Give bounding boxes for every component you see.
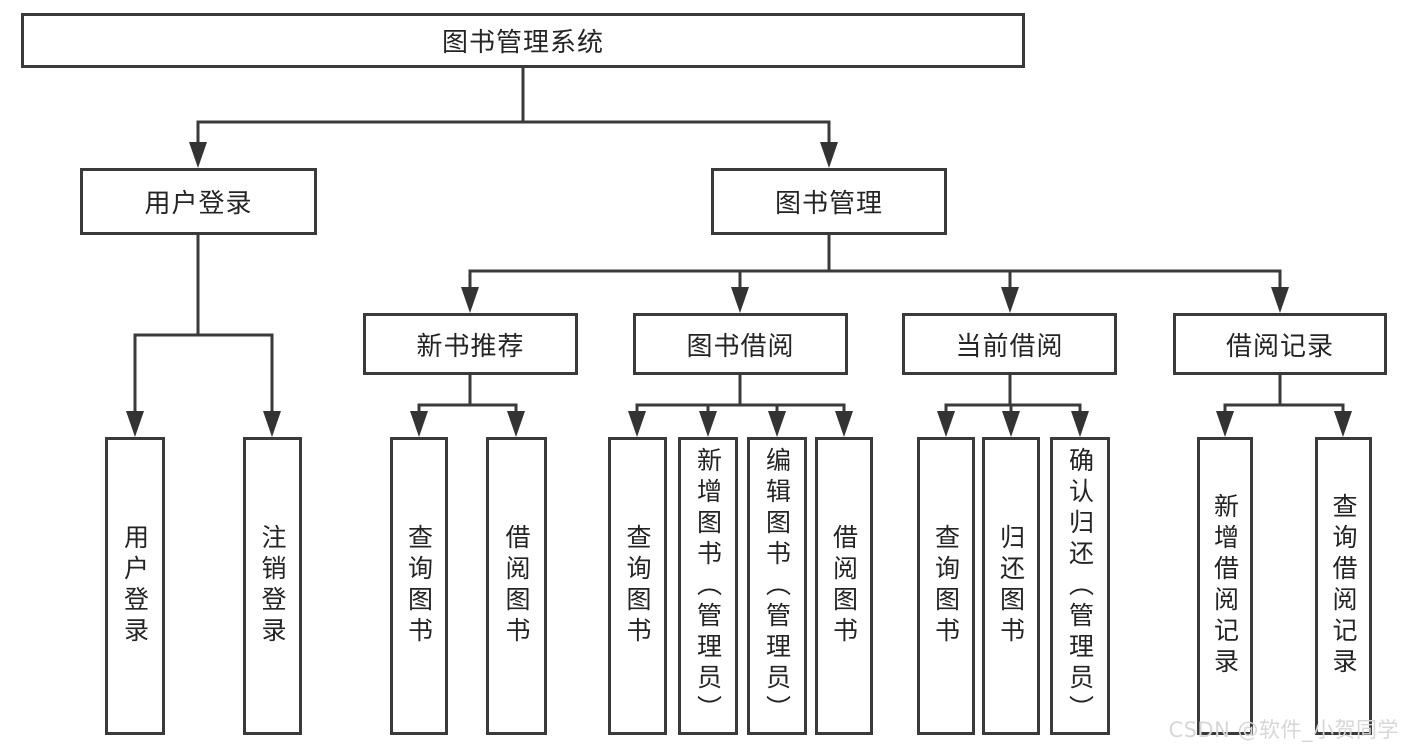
node-label: 用户登录: [144, 189, 253, 219]
node-library-management-system: 图书管理系统: [21, 13, 1025, 68]
node-label: 查询图书: [404, 524, 434, 648]
node-label: 当前借阅: [955, 331, 1064, 362]
node-borrowing-records: 借阅记录: [1173, 313, 1387, 375]
leaf-query-borrow-record: 查询借阅记录: [1315, 437, 1372, 735]
node-label: 借阅图书: [502, 524, 531, 648]
node-label: 新书推荐: [416, 331, 525, 362]
leaf-edit-book-admin: 编辑图书（管理员）: [747, 437, 807, 735]
node-label: 确认归还（管理员）: [1065, 446, 1095, 726]
node-book-borrowing: 图书借阅: [633, 313, 848, 375]
leaf-add-book-admin: 新增图书（管理员）: [678, 437, 738, 735]
node-label: 图书管理系统: [441, 28, 604, 58]
leaf-user-login: 用户登录: [105, 437, 165, 735]
watermark: CSDN @软件_小贺同学: [1168, 718, 1399, 742]
edge-root-to-level2: [196, 66, 831, 144]
edge-current-borrowing-to-children: [944, 373, 1082, 413]
edge-new-book-recommendation-to-children: [417, 373, 518, 413]
node-new-book-recommendation: 新书推荐: [363, 313, 578, 375]
node-user-login: 用户登录: [80, 168, 317, 235]
node-label: 归还图书: [996, 524, 1026, 648]
leaf-return-books: 归还图书: [982, 437, 1040, 735]
leaf-query-books-recommendation: 查询图书: [390, 437, 448, 735]
node-label: 查询图书: [623, 524, 652, 648]
node-current-borrowing: 当前借阅: [902, 313, 1117, 375]
node-label: 用户登录: [120, 524, 150, 648]
node-label: 编辑图书（管理员）: [762, 446, 792, 726]
node-book-management: 图书管理: [711, 168, 947, 235]
node-label: 新增借阅记录: [1210, 493, 1240, 679]
leaf-borrow-books-recommendation: 借阅图书: [486, 437, 547, 735]
arrowheads: [126, 142, 1352, 437]
edge-book-management-to-sections: [468, 233, 1282, 289]
edge-borrowing-records-to-children: [1223, 373, 1345, 413]
leaf-logout: 注销登录: [243, 437, 302, 735]
node-label: 新增图书（管理员）: [693, 446, 723, 726]
leaf-confirm-return-admin: 确认归还（管理员）: [1050, 437, 1110, 735]
node-label: 借阅记录: [1225, 331, 1334, 362]
leaf-query-books-borrowing: 查询图书: [608, 437, 667, 735]
node-label: 借阅图书: [829, 524, 859, 648]
leaf-query-books-current: 查询图书: [917, 437, 975, 735]
node-label: 查询借阅记录: [1329, 493, 1358, 679]
leaf-borrow-books-borrowing: 借阅图书: [815, 437, 873, 735]
node-label: 查询图书: [931, 524, 961, 648]
leaf-add-borrow-record: 新增借阅记录: [1197, 437, 1253, 735]
edge-user-login-to-children: [133, 233, 274, 413]
node-label: 注销登录: [258, 524, 287, 648]
node-label: 图书管理: [774, 189, 883, 219]
edge-book-borrowing-to-children: [635, 373, 846, 413]
node-label: 图书借阅: [686, 331, 795, 362]
